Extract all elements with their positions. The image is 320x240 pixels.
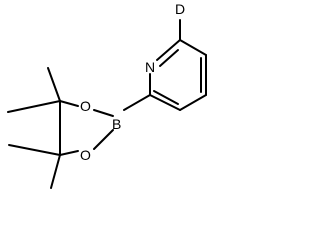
dioxaborolane-ring	[59, 100, 114, 156]
bond-c3-c2	[149, 94, 181, 111]
bond-c6-c5	[179, 39, 207, 56]
bond-c4-c3	[179, 94, 207, 111]
bond-c3-c2-inner	[153, 90, 179, 105]
chemical-structure-diagram: D N B O O	[7, 1, 207, 189]
bond-o-top-c	[59, 100, 79, 107]
atom-label-boron: B	[112, 116, 121, 132]
bond-b-o-bottom	[93, 129, 114, 150]
bond-b-o-top	[93, 109, 114, 117]
pyridine-ring	[149, 19, 207, 111]
methyl-top-up	[47, 67, 61, 102]
atom-label-oxygen-bottom: O	[80, 147, 91, 163]
bond-n-c6-inner	[159, 49, 179, 67]
bond-n-c6	[156, 39, 181, 61]
bond-o-bottom-c	[59, 150, 79, 156]
methyl-bottom-left	[8, 144, 61, 156]
methyl-groups	[7, 67, 61, 189]
methyl-bottom-down	[50, 154, 61, 189]
methyl-top-left	[7, 100, 61, 113]
bond-c2-b	[123, 94, 151, 111]
atom-label-deuterium: D	[175, 1, 185, 17]
atom-label-nitrogen: N	[145, 59, 155, 75]
atom-label-oxygen-top: O	[80, 98, 91, 114]
